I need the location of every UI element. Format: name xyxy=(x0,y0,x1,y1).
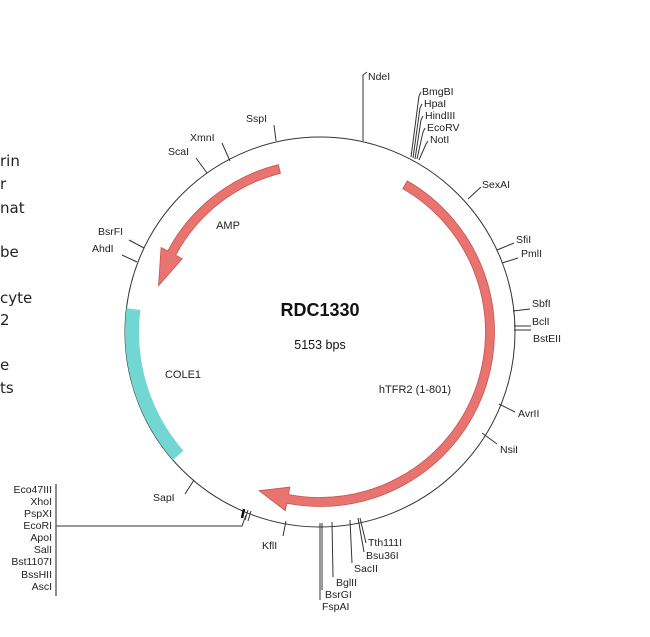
site-label: Bst1107I xyxy=(11,556,52,568)
site-label: ApoI xyxy=(30,532,52,544)
site-label: SexAI xyxy=(482,179,510,191)
side-line: cyte xyxy=(0,289,32,307)
site-label: BsrGI xyxy=(325,589,352,601)
htfr2-label: hTFR2 (1-801) xyxy=(379,384,451,396)
plasmid-backbone xyxy=(124,136,516,528)
site-label: HpaI xyxy=(424,98,446,110)
site-label: KflI xyxy=(262,540,277,552)
site-label: SalI xyxy=(34,544,52,556)
site-label: NsiI xyxy=(500,444,518,456)
site-label: SbfI xyxy=(532,298,551,310)
htfr2-arrow xyxy=(258,180,495,512)
side-line: rin xyxy=(0,152,20,170)
amp-label: AMP xyxy=(216,220,240,232)
site-label: SacII xyxy=(354,563,378,575)
side-line: r xyxy=(0,175,7,193)
cole1-feature xyxy=(125,308,184,460)
site-label: SfiI xyxy=(516,234,531,246)
site-label: SapI xyxy=(153,492,175,504)
site-label: ScaI xyxy=(168,146,189,158)
site-label: SspI xyxy=(246,113,267,125)
side-line: e xyxy=(0,356,9,374)
site-label: PspXI xyxy=(24,508,52,520)
site-label: AvrII xyxy=(518,408,539,420)
site-label: Tth111I xyxy=(368,537,402,549)
site-label: XhoI xyxy=(30,496,52,508)
site-label: NdeI xyxy=(368,71,390,83)
site-label: HindIII xyxy=(425,110,455,122)
side-line: ts xyxy=(0,379,14,397)
site-label: Eco47III xyxy=(13,484,52,496)
ecori-cluster-labels: Eco47III XhoI PspXI EcoRI ApoI SalI Bst1… xyxy=(11,484,52,593)
ecori-cluster-ticks xyxy=(55,484,252,596)
site-label: BclI xyxy=(532,316,550,328)
site-label: BglII xyxy=(336,577,357,589)
site-label: XmnI xyxy=(190,132,215,144)
site-label: AscI xyxy=(32,581,52,593)
site-label: BssHII xyxy=(21,569,52,581)
side-line: 2 xyxy=(0,311,10,329)
site-label: BsrFI xyxy=(98,226,123,238)
amp-arrow xyxy=(158,164,281,287)
side-line: nat xyxy=(0,199,25,217)
restriction-sites: NdeI BmgBI HpaI HindIII EcoRV NotI SexAI… xyxy=(11,71,561,613)
site-label: BstEII xyxy=(533,333,561,345)
plasmid-size: 5153 bps xyxy=(294,338,345,352)
site-label: BmgBI xyxy=(422,86,454,98)
site-label: NotI xyxy=(430,134,449,146)
site-label: Bsu36I xyxy=(366,550,399,562)
side-line: be xyxy=(0,243,19,261)
site-label: AhdI xyxy=(92,243,114,255)
plasmid-name: RDC1330 xyxy=(280,300,359,320)
cole1-label: COLE1 xyxy=(165,369,201,381)
site-label: PmlI xyxy=(521,248,542,260)
site-label: FspAI xyxy=(322,601,349,613)
side-text: rin r nat be cyte 2 e ts xyxy=(0,152,32,397)
site-label: EcoRV xyxy=(427,122,460,134)
site-label: EcoRI xyxy=(23,520,52,532)
